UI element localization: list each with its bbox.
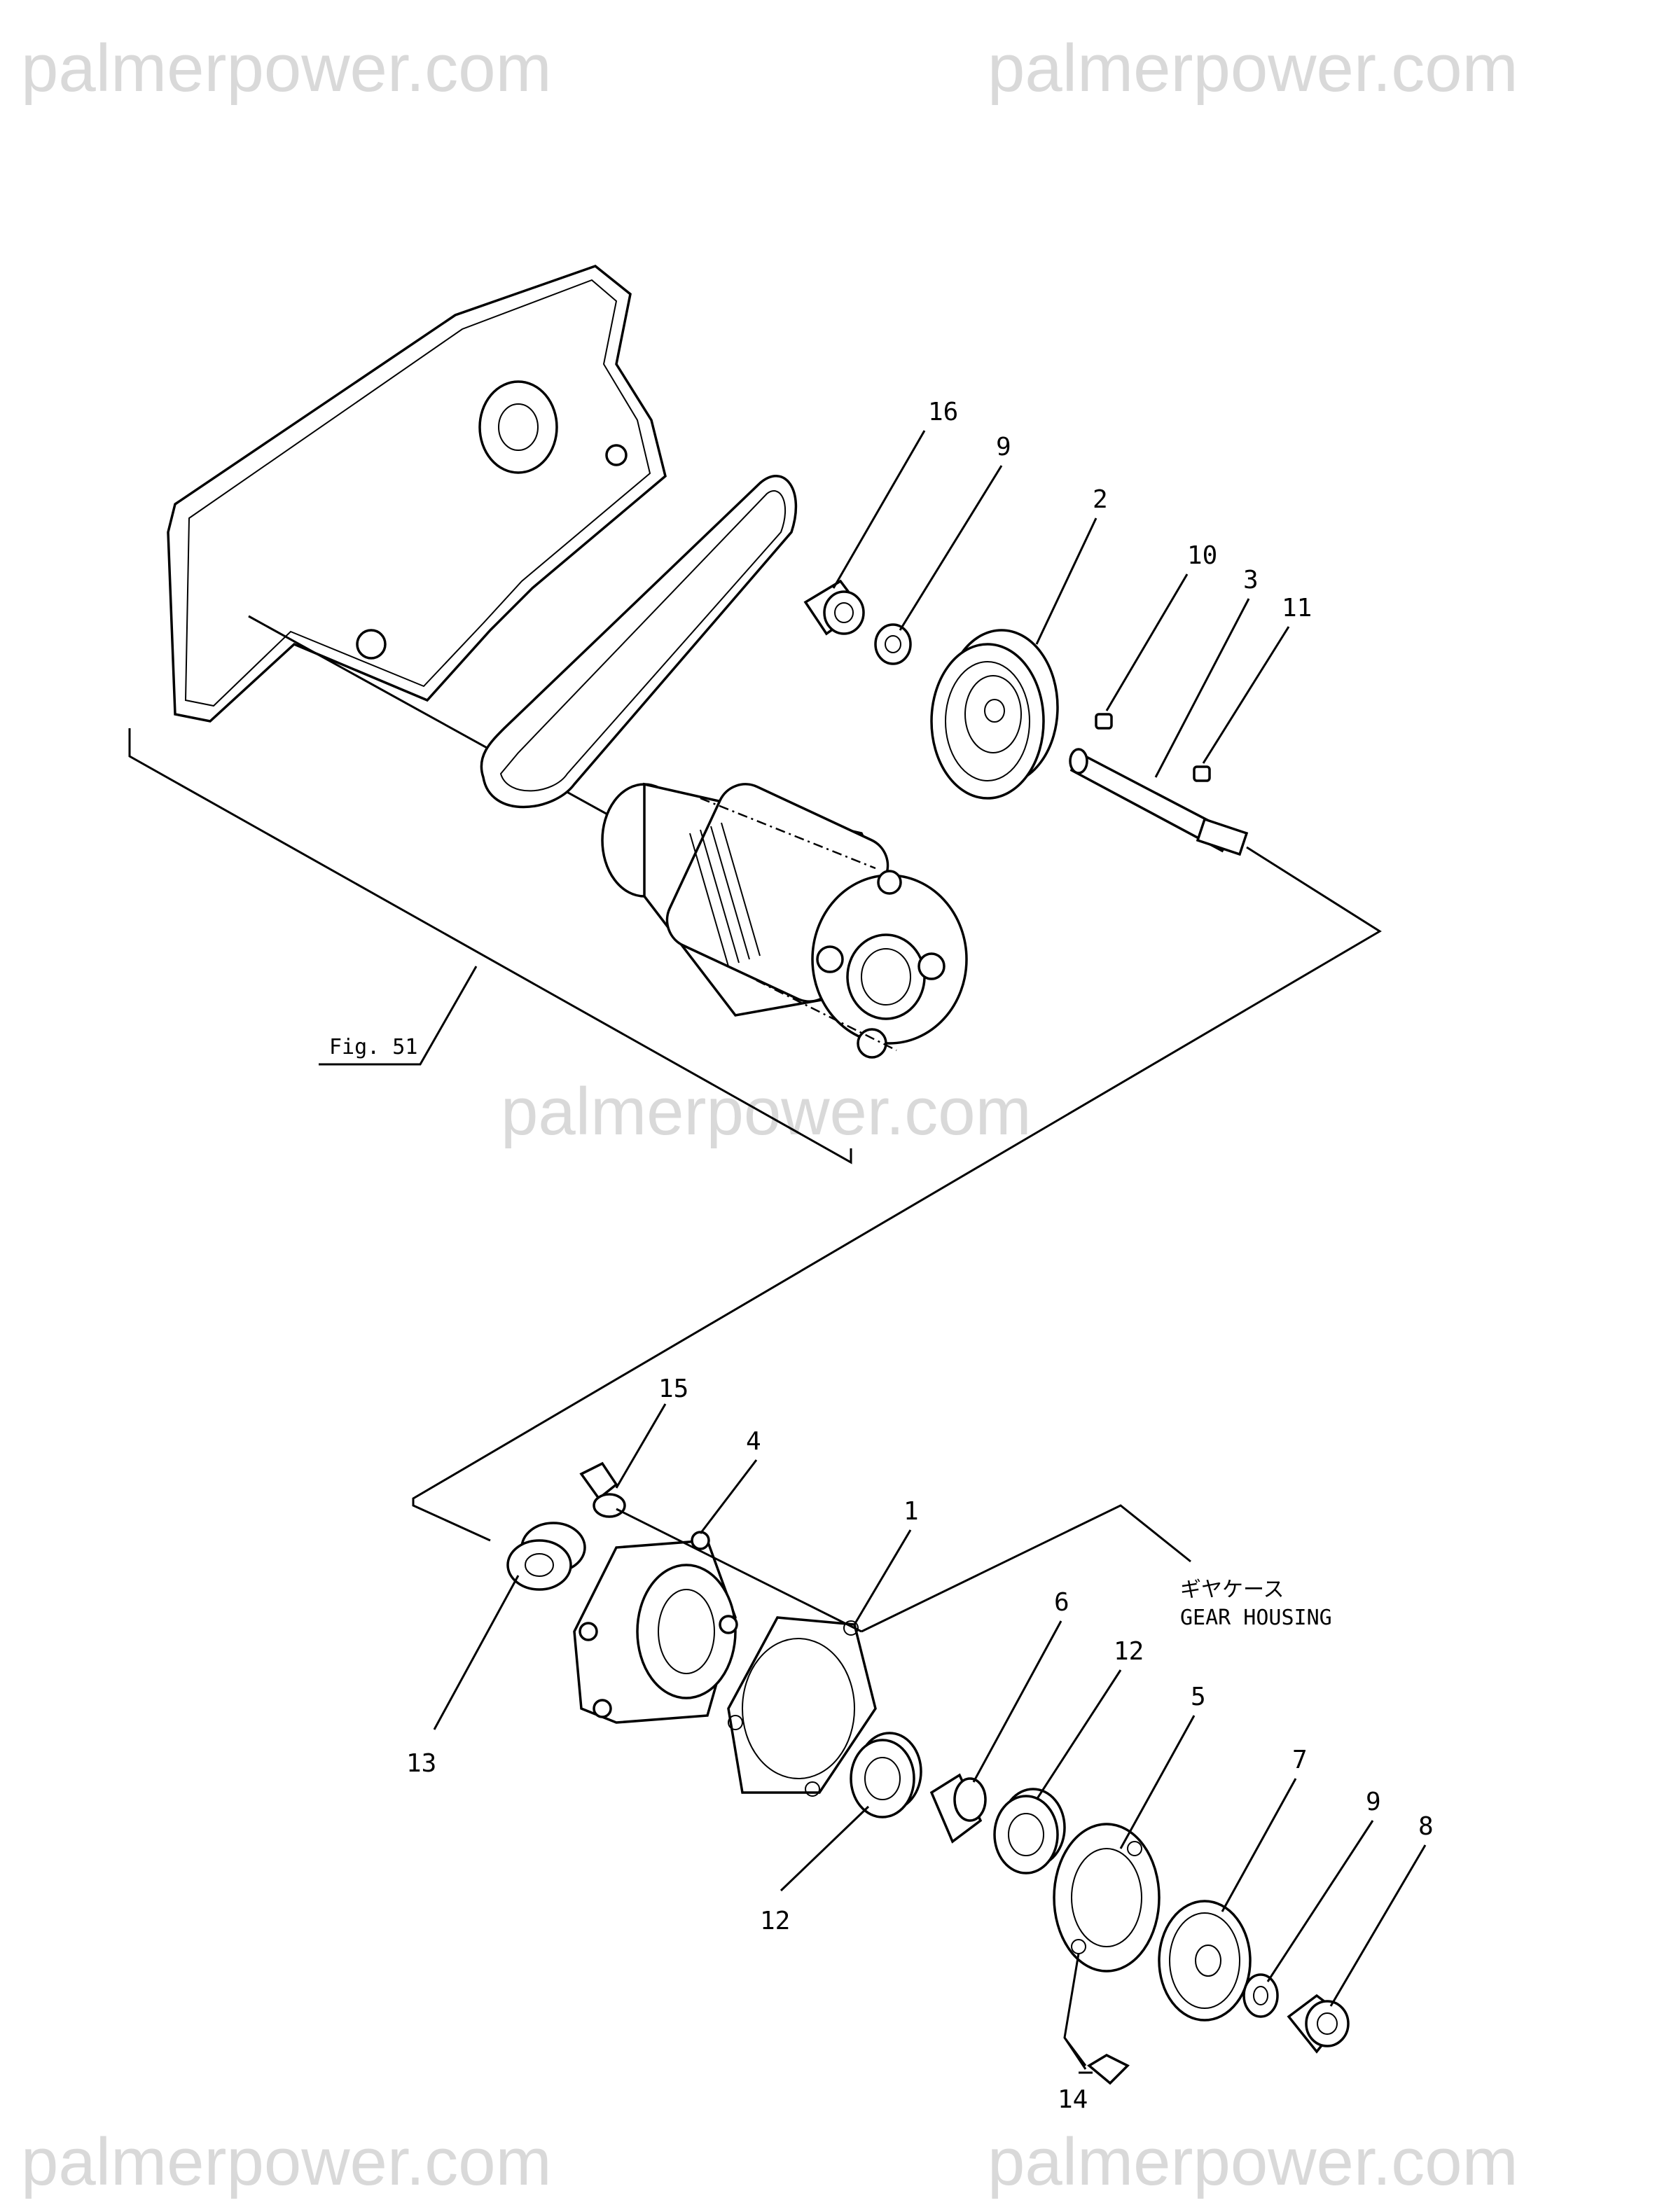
callouts-upper: 16 9 2 10 3 11	[832, 398, 1312, 778]
callout-11: 11	[1282, 594, 1312, 622]
callout-2: 2	[1093, 485, 1108, 514]
part-13-oil-seal	[506, 1522, 586, 1591]
part-15-flange-nut	[579, 1461, 626, 1518]
part-9-washer-lower	[1242, 1973, 1279, 2018]
callout-4: 4	[746, 1427, 761, 1456]
callout-5: 5	[1191, 1683, 1206, 1711]
part-16-nut	[803, 579, 865, 636]
part-10-key	[1095, 713, 1113, 730]
part-3-shaft	[1069, 748, 1249, 856]
shaft-housing-guide-line	[412, 846, 1382, 1542]
part-7-gear	[1158, 1900, 1252, 2022]
callout-9-upper: 9	[996, 433, 1011, 461]
part-5-plate	[1053, 1823, 1161, 1973]
callout-16: 16	[928, 398, 958, 426]
callout-6: 6	[1054, 1588, 1069, 1617]
part-4-bearing-housing	[573, 1531, 738, 1724]
callout-12-lower: 12	[760, 1907, 790, 1935]
watermark-top-left: palmerpower.com	[21, 31, 552, 106]
callout-14: 14	[1058, 2085, 1088, 2114]
part-14-bolt	[1063, 2037, 1130, 2085]
lower-axis-line	[616, 1508, 862, 1633]
part-11-key	[1193, 765, 1211, 782]
watermark-top-right: palmerpower.com	[988, 31, 1518, 106]
callout-3: 3	[1243, 566, 1259, 594]
fig51-leader	[319, 966, 478, 1066]
part-6-collar	[929, 1773, 987, 1844]
gear-housing-en-label: GEAR HOUSING	[1180, 1606, 1332, 1630]
part-9-washer	[874, 623, 912, 665]
callout-15: 15	[658, 1375, 688, 1403]
callout-1: 1	[903, 1497, 919, 1526]
callout-8: 8	[1418, 1812, 1434, 1841]
callout-7: 7	[1292, 1746, 1308, 1774]
belt-cover-drawing	[167, 265, 667, 821]
part-1-gasket	[727, 1616, 877, 1797]
callout-9-lower: 9	[1366, 1788, 1381, 1816]
gear-housing-jp-label: ギヤケース	[1180, 1578, 1284, 1602]
fig51-label: Fig. 51	[329, 1035, 417, 1059]
callouts-lower: 15 4 1 6 12 5 7 9 8 13 12 14	[406, 1375, 1434, 2114]
watermark-bottom-left: palmerpower.com	[21, 2124, 552, 2199]
v-belt-drawing	[480, 475, 798, 809]
part-12-bearing-right	[993, 1788, 1066, 1874]
part-12-bearing-left	[850, 1732, 922, 1818]
part-8-nut	[1287, 1994, 1350, 2054]
gear-housing-guide-line	[861, 1504, 1191, 1633]
watermark-center: palmerpower.com	[501, 1074, 1032, 1149]
callout-13: 13	[406, 1749, 436, 1778]
fig51-bracket	[128, 728, 852, 1164]
generator-body-drawing	[601, 782, 968, 1059]
bolt-guide-line	[1063, 1953, 1087, 2066]
watermark-bottom-right: palmerpower.com	[988, 2124, 1518, 2199]
part-2-pulley	[930, 629, 1059, 800]
callout-12-upper: 12	[1114, 1637, 1144, 1666]
callout-10: 10	[1187, 541, 1217, 570]
